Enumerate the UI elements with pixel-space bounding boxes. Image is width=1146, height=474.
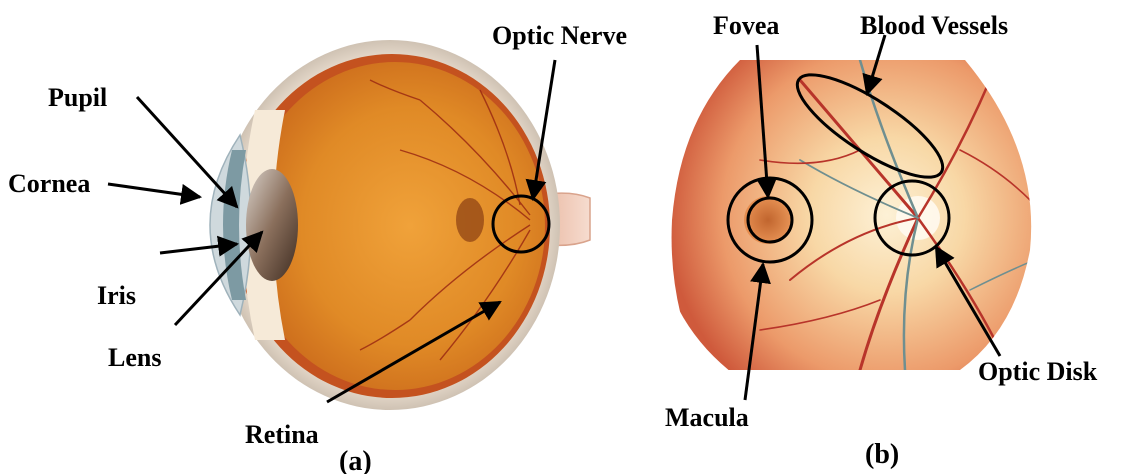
blood-vessels-label: Blood Vessels [860,11,1008,40]
optic-disk-label: Optic Disk [978,357,1098,386]
pupil-label: Pupil [48,83,107,112]
macula-label: Macula [665,403,749,432]
fovea-label: Fovea [713,11,779,40]
lens-shape [246,169,298,281]
fundus-illustration [655,15,1055,415]
eye-cross-section-illustration [210,40,590,410]
panel-a-caption: (a) [339,446,372,474]
iris-label: Iris [97,281,136,310]
cornea-arrow [108,184,200,197]
panel-b-caption: (b) [865,439,899,470]
optic-nerve-label: Optic Nerve [492,21,627,50]
lens-label: Lens [108,343,161,372]
macula-spot-shape [456,198,484,242]
cornea-label: Cornea [8,169,90,198]
fundus-background [655,15,1055,415]
retina-label: Retina [245,420,319,449]
